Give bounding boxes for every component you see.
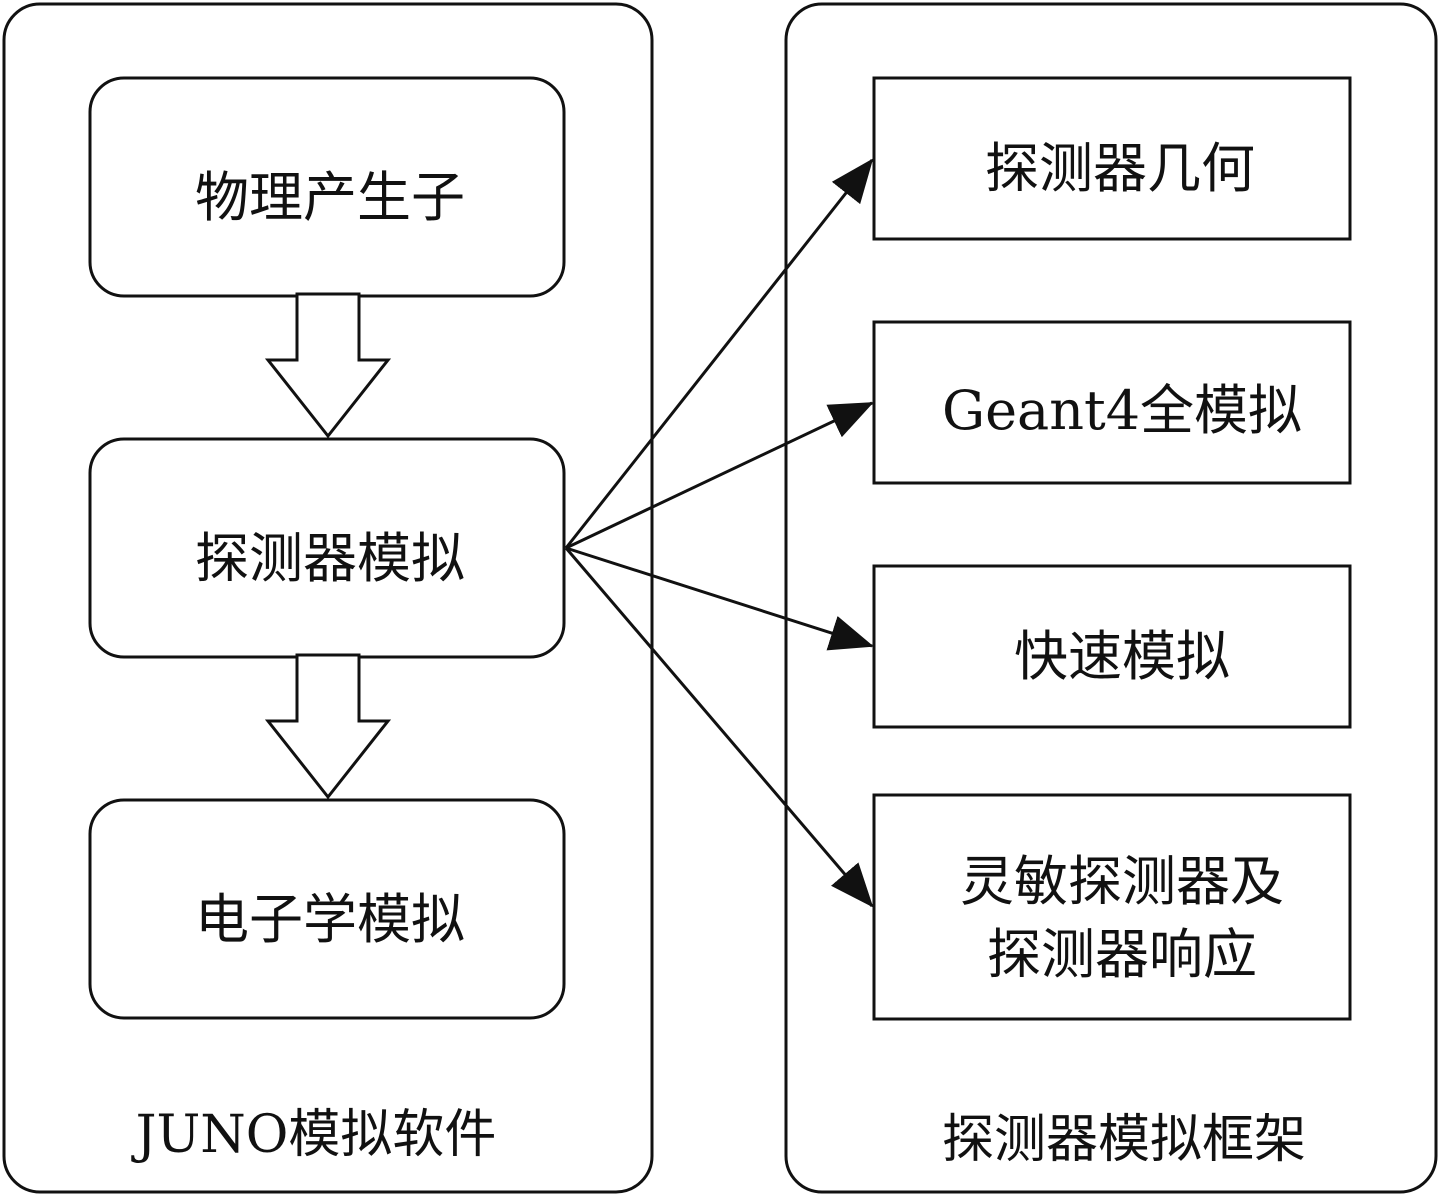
flow-arrow-2: [264, 653, 392, 800]
item-box-fast-sim: [872, 564, 1352, 729]
item-label-geant4: Geant4全模拟: [942, 379, 1302, 442]
connector-arrow-fast-sim: [565, 546, 874, 651]
step-label-generator: 物理产生子: [195, 166, 465, 229]
item-box-sensitive-detector: [872, 793, 1352, 1021]
item-label-sensitive-line2: 探测器响应: [987, 923, 1257, 986]
connector-arrow-geometry: [564, 158, 874, 549]
step-box-electronics-sim: [88, 798, 566, 1020]
item-label-sensitive-line1: 灵敏探测器及: [960, 850, 1284, 913]
framework-panel: [784, 2, 1438, 1194]
left-panel-title: JUNO模拟软件: [131, 1105, 497, 1165]
right-panel-title: 探测器模拟框架: [942, 1110, 1306, 1170]
item-label-fast-sim: 快速模拟: [1014, 625, 1230, 688]
item-box-geant4: [872, 320, 1352, 485]
step-label-electronics-sim: 电子学模拟: [195, 888, 465, 951]
item-box-geometry: [872, 76, 1352, 241]
flow-arrow-1: [264, 292, 392, 439]
connector-arrow-sensitive-detector: [564, 547, 874, 908]
item-label-geometry: 探测器几何: [985, 137, 1255, 200]
juno-software-panel: [2, 2, 654, 1194]
step-label-detector-sim: 探测器模拟: [195, 527, 465, 590]
connector-arrow-geant4: [565, 401, 874, 550]
